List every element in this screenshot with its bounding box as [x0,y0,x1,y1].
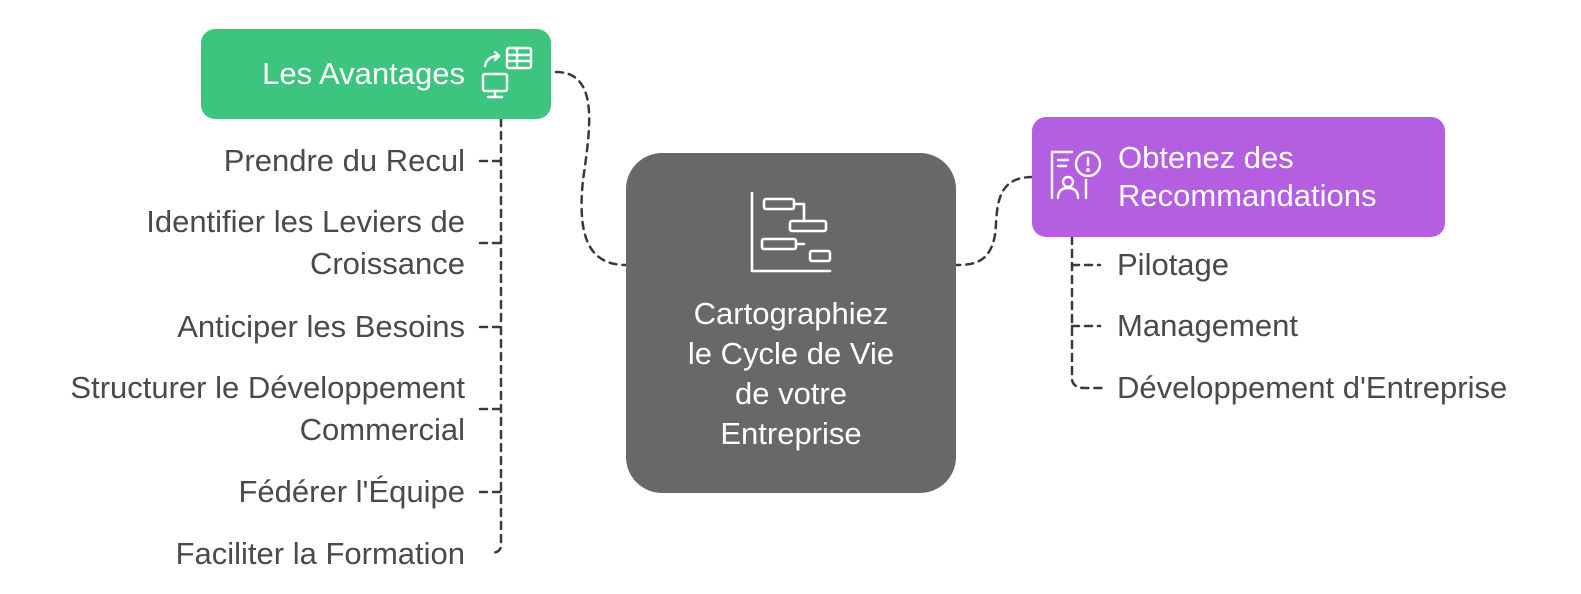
central-title: Cartographiez le Cycle de Vie de votre E… [687,296,895,451]
left-item: Anticiper les Besoins [177,309,465,344]
left-item: Fédérer l'Équipe [238,474,466,509]
right-item: Pilotage [1117,247,1230,282]
left-branch-title: Les Avantages [262,56,465,91]
left-item: Prendre du Recul [223,143,465,178]
right-branch-header: Obtenez des Recommandations [1032,117,1445,237]
left-trunk [488,117,503,555]
left-item: Faciliter la Formation [175,536,465,571]
connector-right-header [954,175,1034,267]
gantt-chart-icon [746,191,836,282]
devices-sync-icon [477,44,535,105]
left-item: Identifier les Leviers de Croissance [146,204,465,281]
connector-left-header [554,70,628,267]
left-branch-header: Les Avantages [201,29,551,119]
left-item: Structurer le Développement Commercial [70,370,465,447]
right-item: Management [1117,308,1298,343]
presentation-advice-icon [1048,146,1104,209]
right-item: Développement d'Entreprise [1117,370,1508,405]
right-branch-title: Obtenez des Recommandations [1118,140,1377,213]
central-node: Cartographiez le Cycle de Vie de votre E… [626,153,956,493]
right-trunk [1070,235,1106,390]
